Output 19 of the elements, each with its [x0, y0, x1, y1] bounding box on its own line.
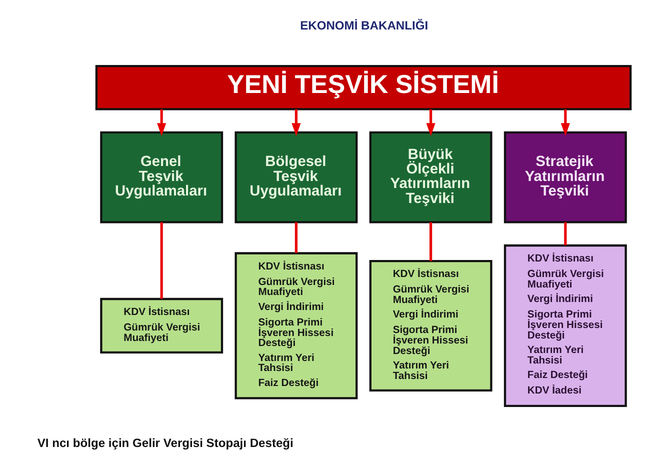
arrow — [156, 109, 166, 136]
connector — [564, 222, 566, 246]
node-box: Büyük Ölçekli Yatırımların Teşviki — [368, 131, 492, 224]
node-box: Bölgesel Teşvik Uygulamaları — [234, 131, 358, 224]
node-box: KDV İstisnası Gümrük Vergisi Muafiyeti Vergi İndirimi Sigorta Primi İşveren Hissesi Desteği Yatırım Yeri Tahsisi — [368, 260, 492, 392]
node-box: KDV İstisnası Gümrük Vergisi Muafiyeti — [100, 298, 223, 354]
node-box: YENİ TEŞVİK SİSTEMİ — [94, 64, 632, 110]
connector — [160, 222, 162, 299]
connector — [294, 222, 297, 253]
arrow — [426, 109, 435, 136]
node-box: KDV İstisnası Gümrük Vergisi Muafiyeti Vergi İndirimi Sigorta Primi İşveren Hissesi Desteği Yatırım Yeri Tahsisi Faiz Desteği KDV İadesi — [503, 244, 626, 408]
node-box: Stratejik Yatırımların Teşviki — [503, 131, 626, 224]
arrow — [291, 109, 300, 136]
node-box: Genel Teşvik Uygulamaları — [100, 131, 223, 224]
connector — [429, 222, 432, 261]
arrow — [560, 109, 570, 136]
node-box: KDV İstisnası Gümrük Vergisi Muafiyeti Vergi İndirimi Sigorta Primi İşveren Hissesi Desteği Yatırım Yeri Tahsisi Faiz Desteği — [234, 252, 358, 400]
label: VI ncı bölge için Gelir Vergisi Stopajı Desteği — [36, 436, 293, 450]
label: EKONOMİ BAKANLIĞI — [300, 18, 428, 33]
